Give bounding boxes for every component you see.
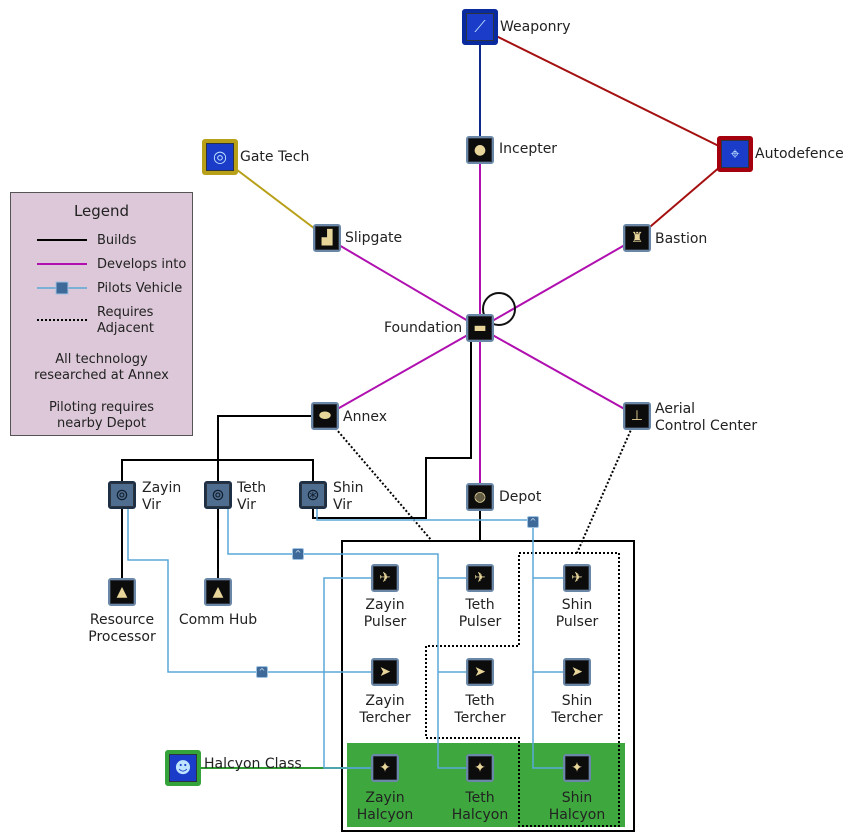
autodefence-tech-icon: ⌖ <box>730 144 740 163</box>
legend-requires: Requires Adjacent <box>97 305 154 336</box>
halcyonclass-node[interactable]: ☻ <box>165 750 201 786</box>
depot-node[interactable]: ◍ <box>466 483 494 511</box>
incepter-icon: ● <box>473 142 487 158</box>
depot-label: Depot <box>499 489 542 505</box>
tethpulser-node[interactable]: ✈ <box>466 564 494 592</box>
foundation-icon: ▬ <box>473 320 487 336</box>
pilot-badge-3: ^ <box>527 516 539 528</box>
zayinhalcyon-label: Zayin Halcyon <box>356 790 414 823</box>
weaponry-label: Weaponry <box>500 19 571 35</box>
commhub-icon: ▲ <box>212 584 224 600</box>
annex-node[interactable]: ⬬ <box>311 402 339 430</box>
annex-icon: ⬬ <box>319 408 331 424</box>
aerial-icon: ⊥ <box>630 408 644 424</box>
resource-icon: ▲ <box>116 584 128 600</box>
depot-adjacent-box <box>341 540 635 832</box>
aerial-label: Aerial Control Center <box>655 401 758 434</box>
tethhalcyon-label: Teth Halcyon <box>451 790 509 823</box>
pilot-badge-1: ^ <box>292 548 304 560</box>
tethhalcyon-icon: ✦ <box>474 760 486 776</box>
tethvir-label: Teth Vir <box>237 480 267 513</box>
tethvir-icon: ⊚ <box>211 485 225 504</box>
legend: Legend Builds Develops into Pilots Vehic… <box>10 192 193 436</box>
weaponry-node[interactable]: ⟋ <box>462 9 498 45</box>
zayinpulser-icon: ✈ <box>379 570 391 586</box>
foundation-ring <box>482 292 516 326</box>
legend-title: Legend <box>73 202 130 220</box>
aerial-node[interactable]: ⊥ <box>623 402 651 430</box>
zayinhalcyon-icon: ✦ <box>379 760 391 776</box>
zayinpulser-label: Zayin Pulser <box>363 597 407 630</box>
legend-note-depot: Piloting requires nearby Depot <box>48 400 155 431</box>
weapon-tech-icon: ⟋ <box>474 17 486 36</box>
slipgate-label: Slipgate <box>345 230 403 246</box>
resource-node[interactable]: ▲ <box>108 578 136 606</box>
pilot-badge-2: ^ <box>256 666 268 678</box>
depot-icon: ◍ <box>473 489 487 505</box>
incepter-label: Incepter <box>499 141 558 157</box>
shinvir-node[interactable]: ⊛ <box>299 481 327 509</box>
zayinvir-icon: ⊚ <box>115 485 129 504</box>
tethhalcyon-node[interactable]: ✦ <box>466 754 494 782</box>
zayintercher-label: Zayin Tercher <box>359 693 411 726</box>
tethtercher-icon: ➤ <box>474 664 486 680</box>
zayinhalcyon-node[interactable]: ✦ <box>371 754 399 782</box>
legend-note-annex: All technology researched at Annex <box>34 352 169 383</box>
shintercher-icon: ➤ <box>571 664 583 680</box>
zayintercher-icon: ➤ <box>379 664 391 680</box>
bastion-icon: ♜ <box>630 230 644 246</box>
shintercher-label: Shin Tercher <box>551 693 603 726</box>
shinvir-icon: ⊛ <box>306 485 320 504</box>
autodefence-line <box>479 27 736 155</box>
halcyon-tech-icon: ☻ <box>174 758 192 777</box>
shinvir-label: Shin Vir <box>333 480 364 513</box>
halcyonclass-label: Halcyon Class <box>204 756 302 772</box>
shinhalcyon-node[interactable]: ✦ <box>563 754 591 782</box>
gate-tech-icon: ◎ <box>213 147 227 166</box>
gatetech-node[interactable]: ◎ <box>202 139 238 175</box>
foundation-node[interactable]: ▬ <box>466 314 494 342</box>
autodefence-label: Autodefence <box>755 146 844 162</box>
shintercher-node[interactable]: ➤ <box>563 658 591 686</box>
bastion-label: Bastion <box>655 231 708 247</box>
tethtercher-label: Teth Tercher <box>454 693 506 726</box>
shinhalcyon-label: Shin Halcyon <box>548 790 606 823</box>
develops-lines <box>324 150 638 497</box>
legend-pilots: Pilots Vehicle <box>97 281 183 296</box>
slipgate-icon: ▟ <box>321 230 333 246</box>
legend-swatches <box>37 239 87 321</box>
shinpulser-icon: ✈ <box>571 570 583 586</box>
incepter-node[interactable]: ● <box>466 136 494 164</box>
annex-label: Annex <box>343 409 387 425</box>
gatetech-label: Gate Tech <box>240 149 310 165</box>
commhub-node[interactable]: ▲ <box>204 578 232 606</box>
slipgate-node[interactable]: ▟ <box>313 224 341 252</box>
legend-develops: Develops into <box>97 257 187 272</box>
tethpulser-label: Teth Pulser <box>458 597 502 630</box>
autodefence-node[interactable]: ⌖ <box>717 136 753 172</box>
resource-label: Resource Processor <box>88 612 156 645</box>
tethpulser-icon: ✈ <box>474 570 486 586</box>
zayinpulser-node[interactable]: ✈ <box>371 564 399 592</box>
tethvir-node[interactable]: ⊚ <box>204 481 232 509</box>
legend-builds: Builds <box>97 233 137 248</box>
foundation-label: Foundation <box>384 320 463 336</box>
zayinvir-node[interactable]: ⊚ <box>108 481 136 509</box>
shinhalcyon-icon: ✦ <box>571 760 583 776</box>
zayinvir-label: Zayin Vir <box>142 480 182 513</box>
commhub-label: Comm Hub <box>178 612 258 628</box>
shinpulser-label: Shin Pulser <box>555 597 599 630</box>
builds-lines <box>121 328 481 592</box>
shinpulser-node[interactable]: ✈ <box>563 564 591 592</box>
tethtercher-node[interactable]: ➤ <box>466 658 494 686</box>
bastion-node[interactable]: ♜ <box>623 224 651 252</box>
zayintercher-node[interactable]: ➤ <box>371 658 399 686</box>
